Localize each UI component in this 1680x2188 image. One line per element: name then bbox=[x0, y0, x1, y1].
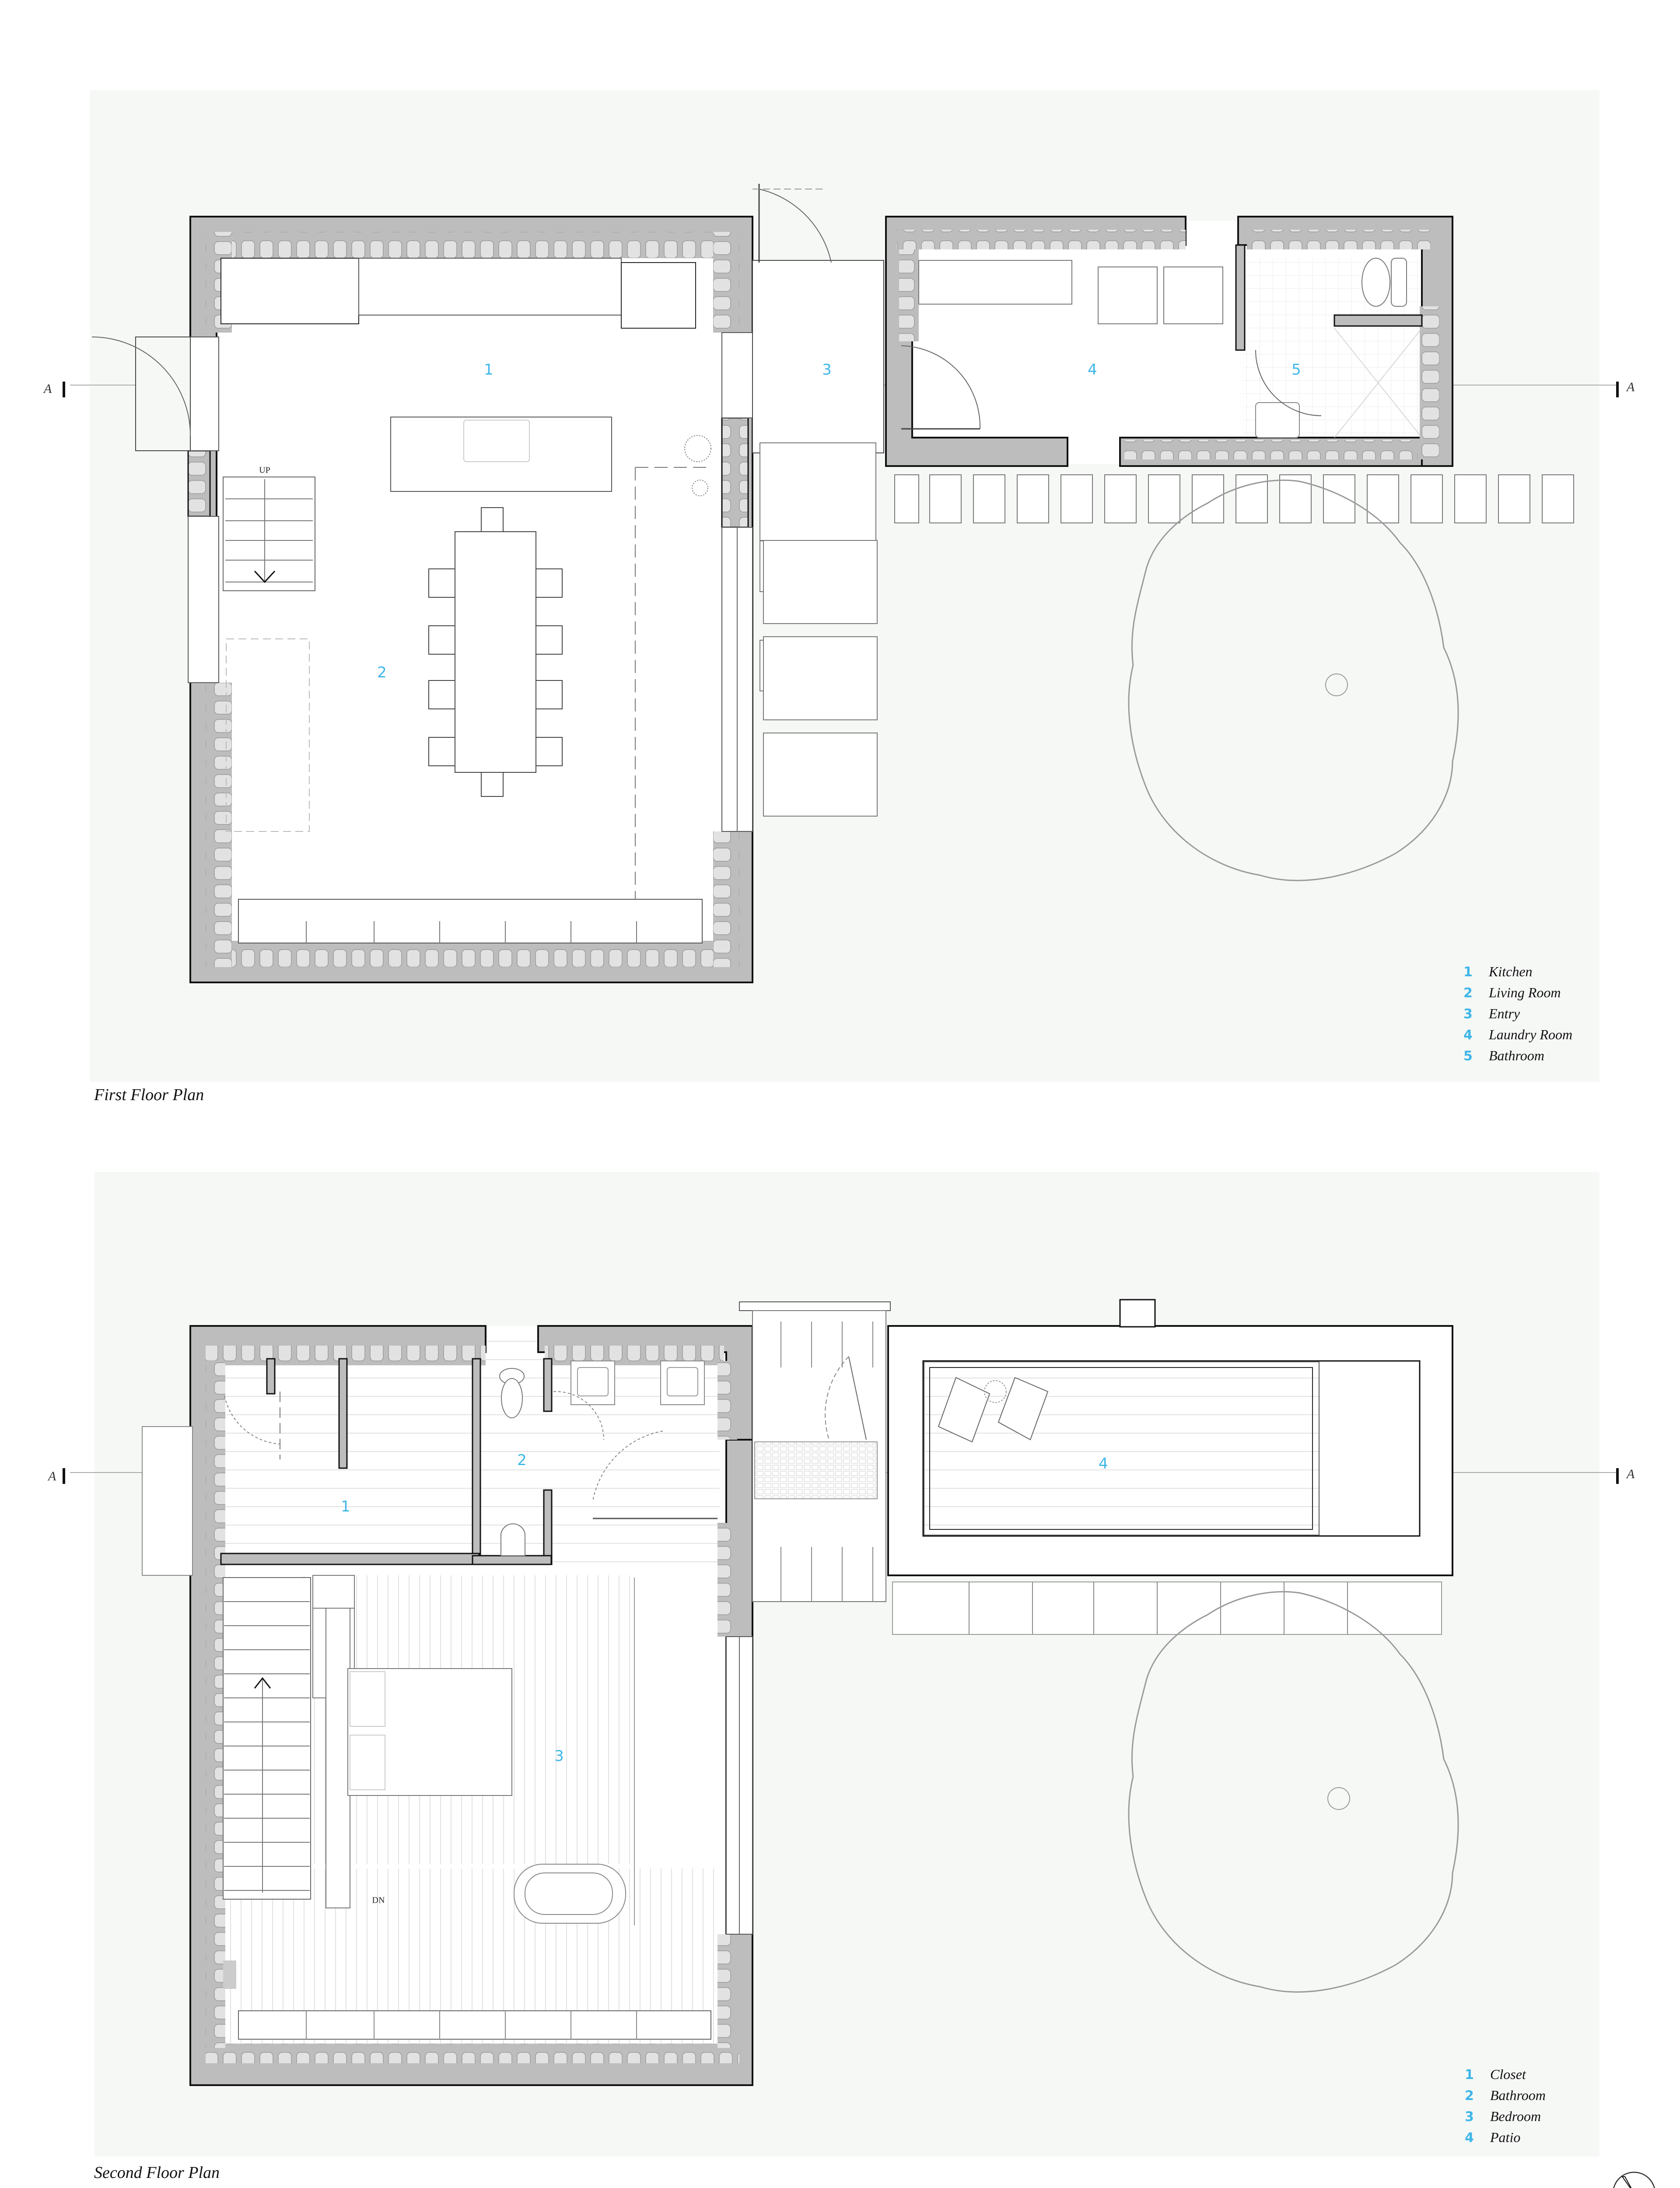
sf-room-number-3: 3 bbox=[554, 1747, 564, 1765]
sf-section-marker-right: A bbox=[1627, 1467, 1635, 1481]
second-floor-caption: Second Floor Plan bbox=[94, 2163, 220, 2182]
ff-room-number-1: 1 bbox=[484, 361, 494, 379]
ff-section-marker-left: A bbox=[44, 382, 52, 396]
sf-stair-down-label: DN bbox=[372, 1895, 385, 1905]
ff-room-number-3: 3 bbox=[822, 361, 832, 379]
ff-stair-up-label: UP bbox=[259, 465, 270, 475]
first-floor-caption: First Floor Plan bbox=[94, 1086, 204, 1104]
north-arrow-icon bbox=[1613, 2171, 1655, 2188]
sf-room-number-2: 2 bbox=[517, 1452, 527, 1469]
sf-section-marker-left: A bbox=[48, 1469, 56, 1483]
ff-room-number-4: 4 bbox=[1088, 361, 1097, 379]
ff-room-number-2: 2 bbox=[377, 664, 387, 681]
first-floor-paving bbox=[760, 540, 878, 817]
ff-section-marker-right: A bbox=[1627, 380, 1635, 394]
first-floor-plan-drawing bbox=[63, 184, 1619, 983]
ff-room-number-5: 5 bbox=[1292, 361, 1301, 379]
sf-room-number-1: 1 bbox=[341, 1498, 350, 1515]
sf-room-number-4: 4 bbox=[1099, 1455, 1108, 1473]
